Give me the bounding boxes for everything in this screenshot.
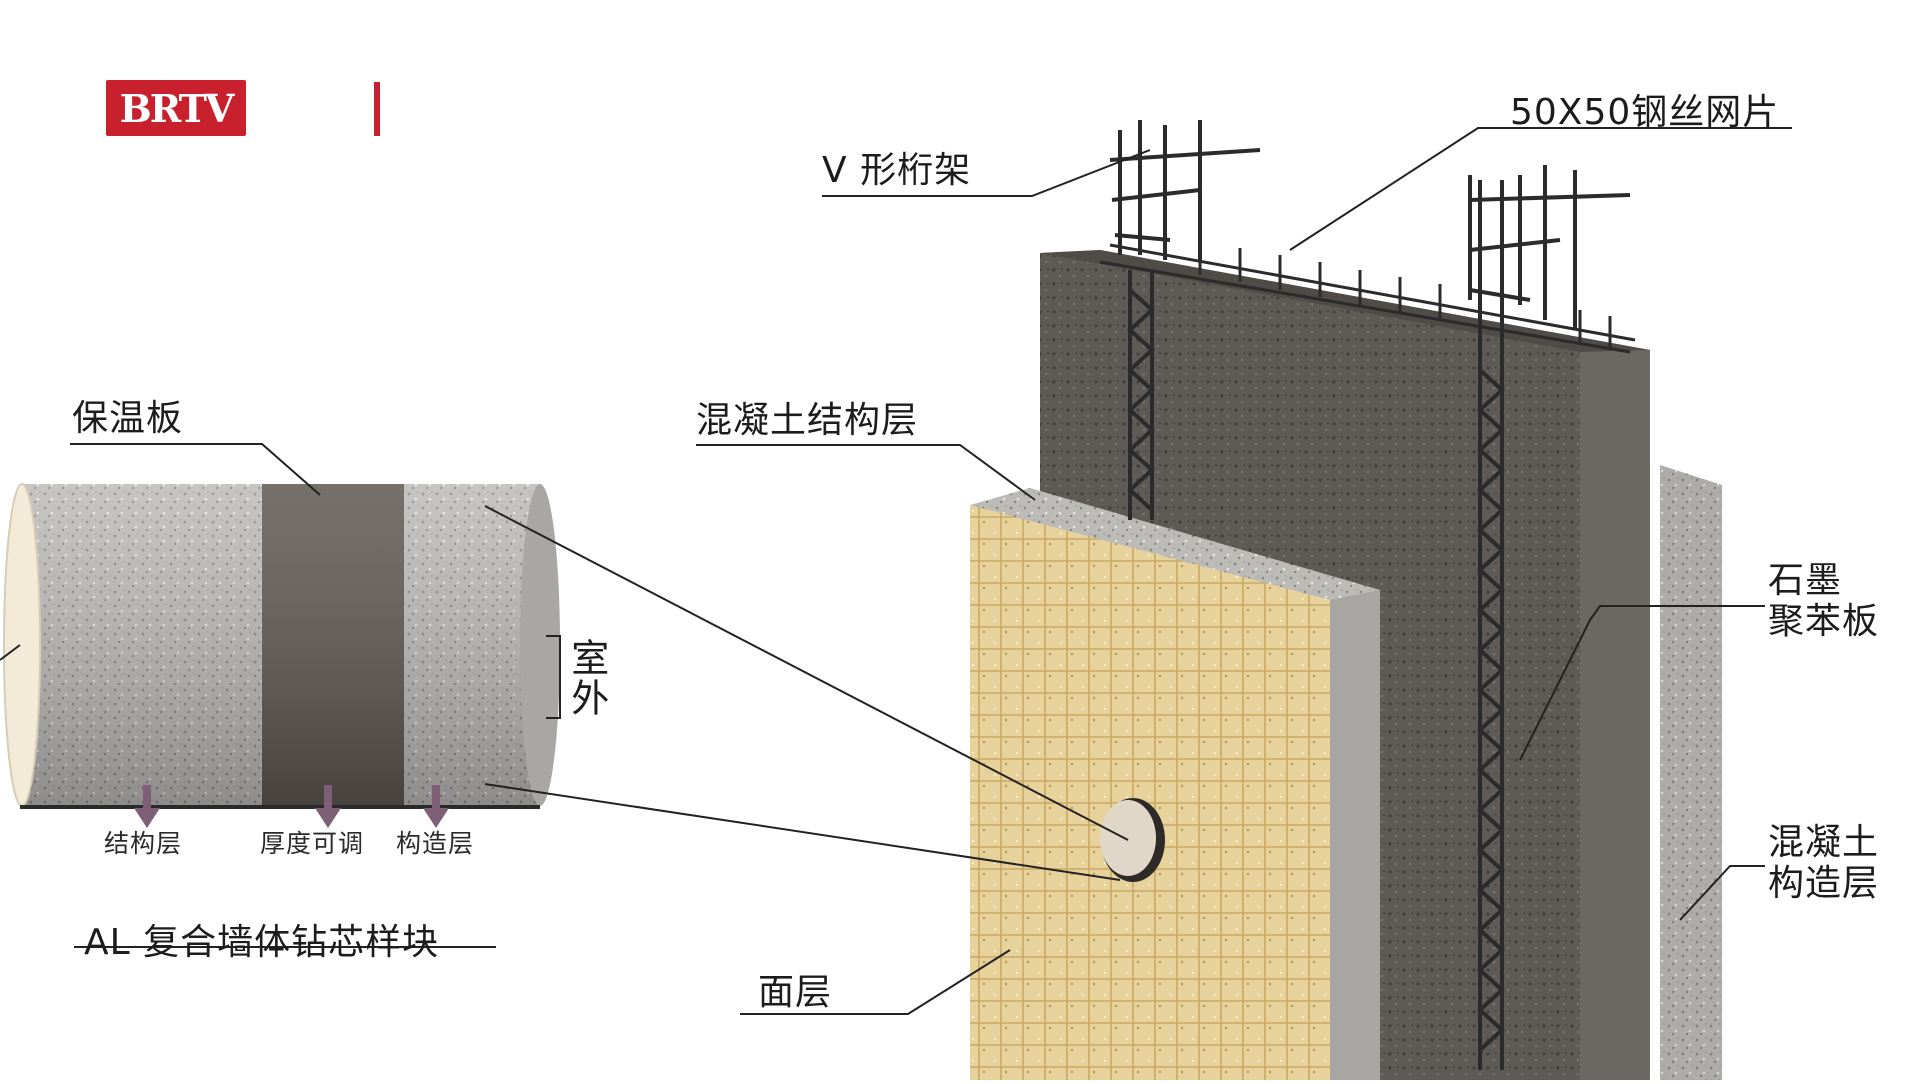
leader-surface [740,949,1011,1015]
label-concrete-construction-layer: 混凝土 构造层 [1768,822,1880,905]
core-sample-title: AL 复合墙体钻芯样块 [84,922,440,963]
label-v-truss: V 形桁架 [822,150,972,191]
label-outdoor: 室外 [564,638,609,718]
wire-mesh [1099,240,1636,354]
label-construction-layer: 构造层 [396,829,475,858]
leader-insulation [70,443,321,496]
label-surface-layer: 面层 [758,972,833,1013]
leader-graphite-eps [1519,605,1765,761]
label-graphite-eps: 石墨 聚苯板 [1768,560,1880,643]
red-divider [374,82,380,136]
arrow-structure-layer [134,785,160,828]
brtv-logo: BRTV [106,80,246,136]
leader-core-lower [484,783,1121,881]
core-sample-cylinder [3,483,560,809]
leader-wire-mesh [1289,127,1792,251]
label-wire-mesh: 50X50钢丝网片 [1510,92,1780,133]
leader-core-upper [484,505,1129,841]
v-truss [1109,120,1631,1070]
layer-arrows [134,785,449,828]
leader-concrete-structure [696,444,1036,501]
label-structure-layer: 结构层 [104,829,183,858]
leader-v-truss [822,149,1151,197]
arrow-thickness-adjustable [315,785,341,828]
arrow-construction-layer [423,785,449,828]
outdoor-bracket [546,635,561,719]
logo-text: BRTV [119,85,235,131]
leader-lines [0,127,1792,1015]
leader-left-edge [0,644,21,661]
leader-concrete-construction [1679,865,1765,921]
label-insulation-board: 保温板 [72,398,184,439]
wall-section [970,250,1722,1080]
label-concrete-structure-layer: 混凝土结构层 [696,400,919,441]
label-thickness-adjustable: 厚度可调 [260,829,365,858]
facing-layer [970,505,1330,1080]
